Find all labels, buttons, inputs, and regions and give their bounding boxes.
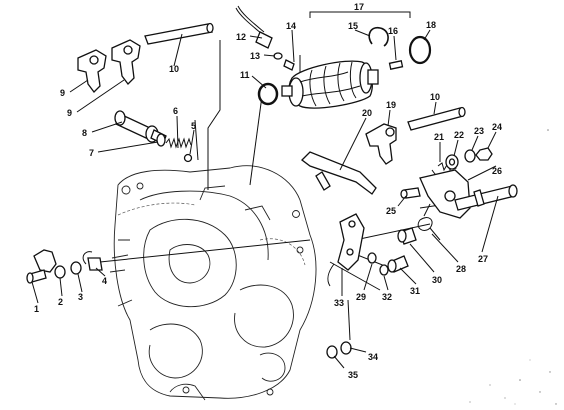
callout-7: 7	[89, 148, 94, 158]
callout-29: 29	[356, 292, 366, 302]
callout-16: 16	[388, 26, 398, 36]
callout-22: 22	[454, 130, 464, 140]
callout-32: 32	[382, 292, 392, 302]
callout-10b: 10	[430, 92, 440, 102]
callout-30: 30	[432, 275, 442, 285]
spring-28	[417, 203, 441, 241]
callout-21: 21	[434, 132, 444, 142]
callout-19: 19	[386, 100, 396, 110]
callout-11: 11	[240, 70, 250, 80]
callout-35: 35	[348, 370, 358, 380]
washer-7	[156, 133, 166, 147]
o-ring-11	[257, 82, 279, 106]
callout-5: 5	[191, 121, 196, 131]
callout-labels: 1 2 3 4 5 6 7 8 9 9 10 10 11 12 13 14 15…	[34, 2, 502, 380]
bolt-31	[387, 255, 409, 273]
callout-27: 27	[478, 254, 488, 264]
fork-shaft-right	[407, 106, 466, 131]
callout-3: 3	[78, 292, 83, 302]
shift-drum	[281, 60, 379, 109]
callout-23: 23	[474, 126, 484, 136]
callout-33: 33	[334, 298, 344, 308]
ball-5	[183, 153, 193, 163]
callout-12: 12	[236, 32, 246, 42]
washer-29	[367, 252, 377, 264]
shift-fork-lower	[111, 39, 141, 85]
shift-fork-19	[365, 123, 397, 165]
callout-8: 8	[82, 128, 87, 138]
callout-17: 17	[354, 2, 364, 12]
bolt-30	[397, 227, 417, 245]
circlip-15	[368, 26, 389, 47]
washer-34	[340, 341, 352, 355]
callout-10a: 10	[169, 64, 179, 74]
collar-22	[445, 154, 459, 170]
washer-35	[326, 345, 338, 359]
callout-15: 15	[348, 21, 358, 31]
callout-2: 2	[58, 297, 63, 307]
callout-6: 6	[173, 106, 178, 116]
washer-32	[379, 264, 389, 276]
washer-3	[70, 261, 82, 275]
spring-4	[82, 251, 103, 271]
nut-24	[475, 147, 493, 161]
shift-arm-26	[419, 169, 471, 219]
callout-1: 1	[34, 304, 39, 314]
callout-14: 14	[286, 21, 296, 31]
callout-24: 24	[492, 122, 502, 132]
callout-31: 31	[410, 286, 420, 296]
neutral-switch	[235, 5, 295, 71]
leader-lines	[31, 11, 499, 369]
callout-18: 18	[426, 20, 436, 30]
stopper-lever	[327, 213, 365, 287]
ring-18	[408, 35, 432, 65]
callout-20: 20	[362, 108, 372, 118]
washer-23	[464, 149, 476, 163]
callout-26: 26	[492, 166, 502, 176]
callout-13: 13	[250, 51, 260, 61]
callout-4: 4	[102, 276, 107, 286]
bolt-25	[400, 187, 421, 199]
callout-28: 28	[456, 264, 466, 274]
callout-34: 34	[368, 352, 378, 362]
scan-noise	[469, 129, 557, 405]
shift-shaft-27	[454, 184, 518, 211]
bolt-1	[26, 269, 47, 284]
fork-shaft-upper	[144, 22, 214, 45]
callout-9a: 9	[60, 88, 65, 98]
callout-9b: 9	[67, 108, 72, 118]
callout-25: 25	[386, 206, 396, 216]
shift-fork-upper	[77, 49, 107, 93]
shift-lever-20	[301, 151, 377, 195]
crankcase-housing	[109, 165, 317, 401]
washer-2	[54, 265, 66, 279]
shift-arm-lever	[33, 249, 57, 273]
shift-shaft-pin	[114, 110, 167, 145]
guide-33	[347, 299, 351, 341]
spring-6	[165, 137, 192, 149]
pin-16	[388, 60, 404, 70]
